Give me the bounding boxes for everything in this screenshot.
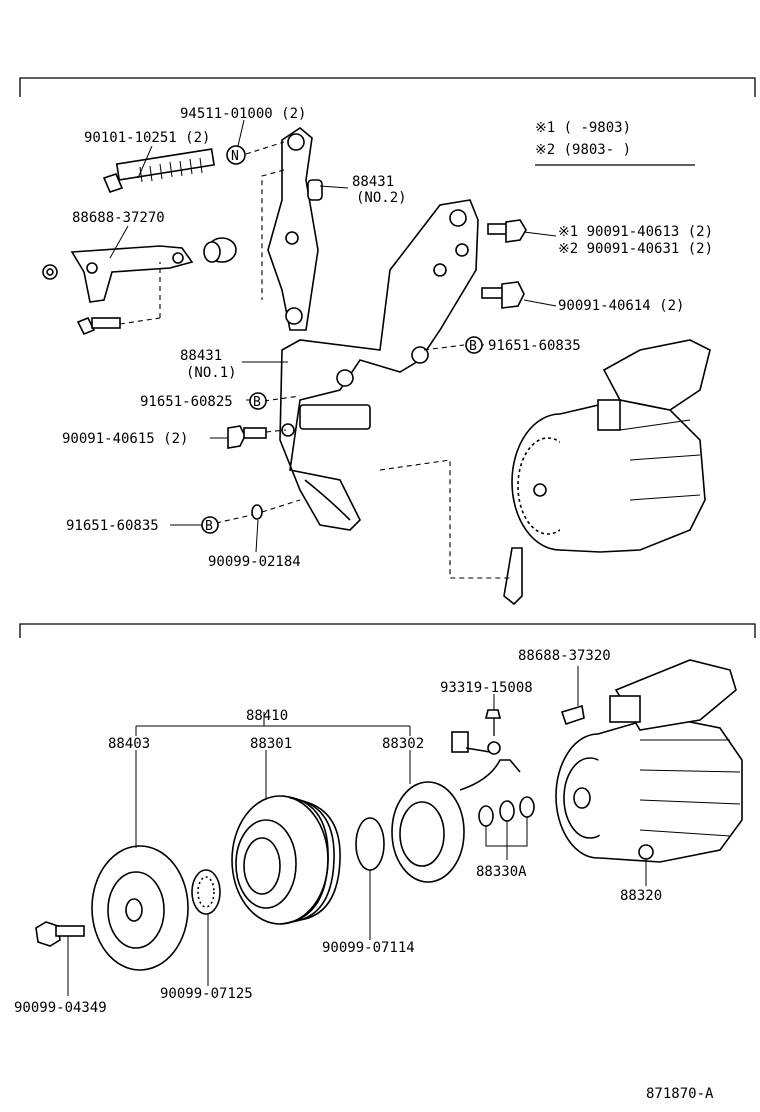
callout-88320: 88320 (620, 888, 662, 904)
top-leaders (109, 119, 557, 553)
callout-90091-40614: 90091-40614 (2) (558, 298, 684, 314)
callout-88431-no2-sub: (NO.2) (356, 190, 407, 206)
nut-n-badge: N (231, 149, 239, 164)
callout-90099-07125: 90099-07125 (160, 986, 253, 1002)
b-badge-3: B (205, 519, 213, 534)
bracket-88688-drawing (42, 245, 194, 303)
clip-88688-37320-drawing (560, 704, 585, 726)
callout-91651-60835-c: 91651-60835 (66, 518, 159, 534)
snap-ring-90099-07114-drawing (355, 817, 385, 871)
callout-88431-no2: 88431 (352, 174, 394, 190)
callout-91651-60825: 91651-60825 (140, 394, 233, 410)
top-callouts: 94511-01000 (2) 90101-10251 (2) 88688-37… (62, 106, 713, 570)
callout-90099-07114: 90099-07114 (322, 940, 415, 956)
b-badge-2: B (253, 395, 261, 410)
shim-90099-07125-drawing (191, 869, 221, 915)
callout-88403: 88403 (108, 736, 150, 752)
bolt-90091-40613-drawing (487, 219, 527, 243)
bracket-88431-no1-drawing (279, 199, 479, 531)
b-badge-1: B (469, 339, 477, 354)
top-dashed-guides (119, 141, 512, 579)
callout-88431-no1-sub: (NO.1) (186, 365, 237, 381)
screw-93319-drawing (484, 709, 502, 736)
callout-90091-40615: 90091-40615 (2) (62, 431, 188, 447)
field-coil-drawing (391, 731, 521, 883)
bottom-callouts: 88688-37320 93319-15008 88410 88403 8830… (14, 648, 662, 1016)
bolt-90091-40614-drawing (481, 281, 525, 309)
callout-91651-60835-a: 91651-60835 (488, 338, 581, 354)
callout-88688-37270: 88688-37270 (72, 210, 165, 226)
legend-row-1: ※1 ( -9803) (535, 120, 631, 136)
callout-88301: 88301 (250, 736, 292, 752)
callout-88410: 88410 (246, 708, 288, 724)
washer-drawing (251, 504, 263, 520)
spacer-collar-drawing (203, 237, 237, 263)
compressor-top-drawing (511, 339, 711, 553)
callout-90091-40631: ※2 90091-40631 (2) (558, 241, 713, 257)
long-bolt-drawing (102, 148, 215, 193)
bottom-leaders (67, 666, 647, 996)
callout-88431-no1: 88431 (180, 348, 222, 364)
b-badges: B B B (201, 336, 483, 534)
callout-90099-04349: 90099-04349 (14, 1000, 107, 1016)
shims-88330a-drawing (478, 796, 535, 827)
top-section-frame (19, 77, 756, 97)
callout-90091-40613: ※1 90091-40613 (2) (558, 224, 713, 240)
callout-88302: 88302 (382, 736, 424, 752)
bottom-section-frame (19, 623, 756, 638)
bolt-90099-04349-drawing (35, 921, 85, 947)
legend: ※1 ( -9803) ※2 (9803- ) (535, 120, 695, 166)
drawing-number: 871870-A (646, 1086, 714, 1102)
callout-94511-01000: 94511-01000 (2) (180, 106, 306, 122)
callout-88330a: 88330A (476, 864, 527, 880)
pulley-drawing (231, 795, 341, 925)
small-bracket-drawing (503, 547, 523, 606)
small-bolt-drawing (76, 316, 121, 336)
nut-n-drawing: N (226, 145, 246, 165)
pressure-plate-drawing (91, 845, 189, 971)
callout-90101-10251: 90101-10251 (2) (84, 130, 210, 146)
callout-88688-37320: 88688-37320 (518, 648, 611, 664)
legend-row-2: ※2 (9803- ) (535, 142, 631, 158)
bracket-88431-no2-drawing (267, 127, 323, 331)
callout-90099-02184: 90099-02184 (208, 554, 301, 570)
compressor-88320-drawing (555, 659, 743, 863)
callout-93319-15008: 93319-15008 (440, 680, 533, 696)
bolt-90091-40615-drawing (227, 425, 267, 449)
